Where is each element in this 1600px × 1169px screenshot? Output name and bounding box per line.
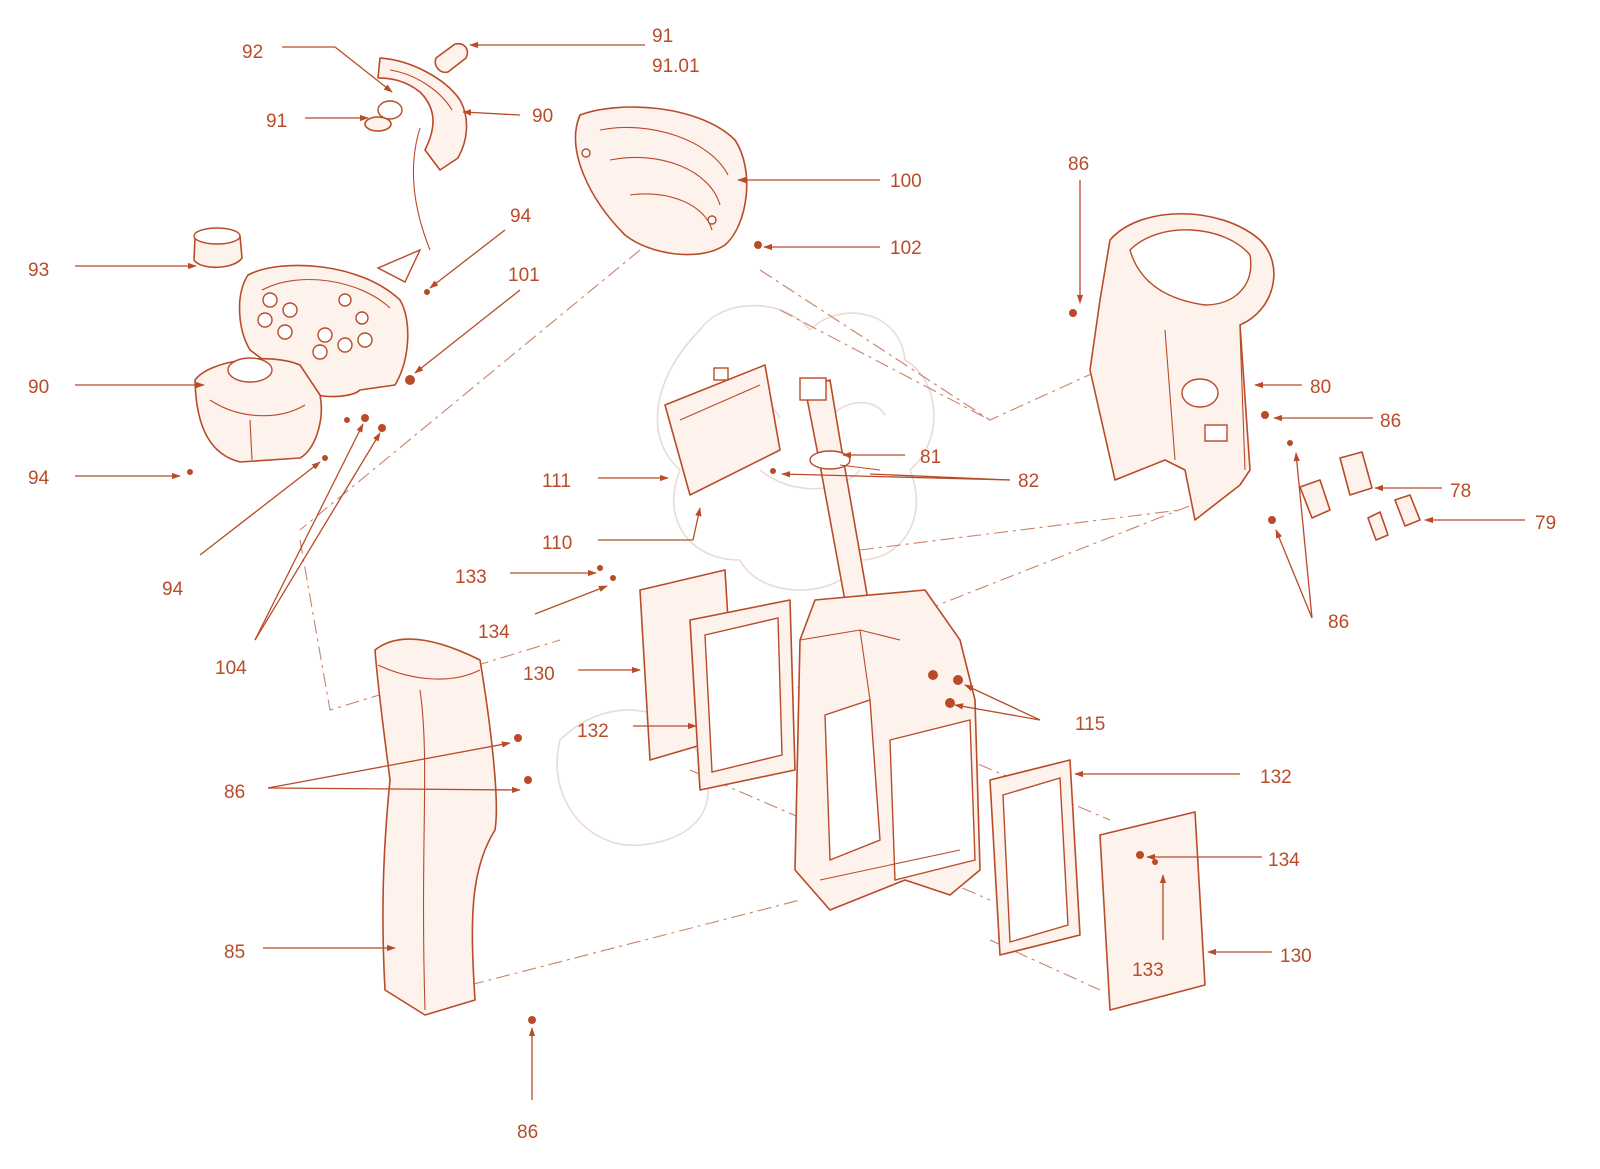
seat-shell: [574, 106, 748, 256]
callout-111: 111: [542, 471, 571, 492]
callout-134-right: 134: [1268, 850, 1300, 871]
callout-86-right: 86: [1380, 411, 1401, 432]
callout-102: 102: [890, 238, 922, 259]
callout-86-left: 86: [224, 782, 245, 803]
callout-79: 79: [1535, 513, 1556, 534]
callout-91-01: 91.01: [652, 56, 700, 77]
callout-86-top: 86: [1068, 154, 1089, 175]
callout-92: 92: [242, 42, 263, 63]
callout-91-top: 91: [652, 26, 673, 47]
callout-94-left: 94: [28, 468, 50, 489]
callout-104: 104: [215, 658, 247, 679]
ignition-ring: [193, 227, 243, 269]
callout-91-left: 91: [266, 111, 287, 132]
clip-parts: [1299, 451, 1421, 541]
fasteners: [187, 241, 1293, 1024]
rear-fender-shell: [1089, 212, 1275, 521]
main-frame-chassis: [794, 589, 981, 911]
callout-90-top: 90: [532, 106, 553, 127]
callout-101: 101: [508, 265, 540, 286]
callout-94-top: 94: [510, 206, 532, 227]
callout-86-bottom: 86: [517, 1122, 538, 1143]
front-fork-cover: [374, 638, 498, 1016]
headlight-bracket: [364, 42, 469, 283]
side-panels-left: [639, 569, 796, 791]
callout-130-right: 130: [1280, 946, 1312, 967]
callout-115: 115: [1075, 714, 1105, 735]
callout-labels: 91 91.01 92 91 90 100 102 94 93 101 90 9…: [28, 26, 1556, 1143]
callout-134-left: 134: [478, 622, 510, 643]
side-panels-right: [989, 759, 1206, 1011]
callout-80: 80: [1310, 377, 1331, 398]
callout-94-bottom: 94: [162, 579, 184, 600]
callout-100: 100: [890, 171, 922, 192]
callout-130-left: 130: [523, 664, 555, 685]
callout-78: 78: [1450, 481, 1471, 502]
callout-133-right: 133: [1132, 960, 1164, 981]
callout-132-right: 132: [1260, 767, 1292, 788]
callout-85: 85: [224, 942, 245, 963]
callout-90-left: 90: [28, 377, 49, 398]
dashboard-buttons: [257, 292, 373, 360]
callout-93: 93: [28, 260, 49, 281]
dashboard-console: [194, 264, 409, 463]
steering-column: [799, 377, 881, 656]
front-cover-plate: [664, 364, 781, 496]
callout-110: 110: [542, 533, 572, 554]
callout-82: 82: [1018, 471, 1039, 492]
callout-81: 81: [920, 447, 941, 468]
callout-133-left: 133: [455, 567, 487, 588]
callout-132-left: 132: [577, 721, 609, 742]
callout-leaders: [75, 41, 1525, 1100]
callout-86-mid: 86: [1328, 612, 1349, 633]
